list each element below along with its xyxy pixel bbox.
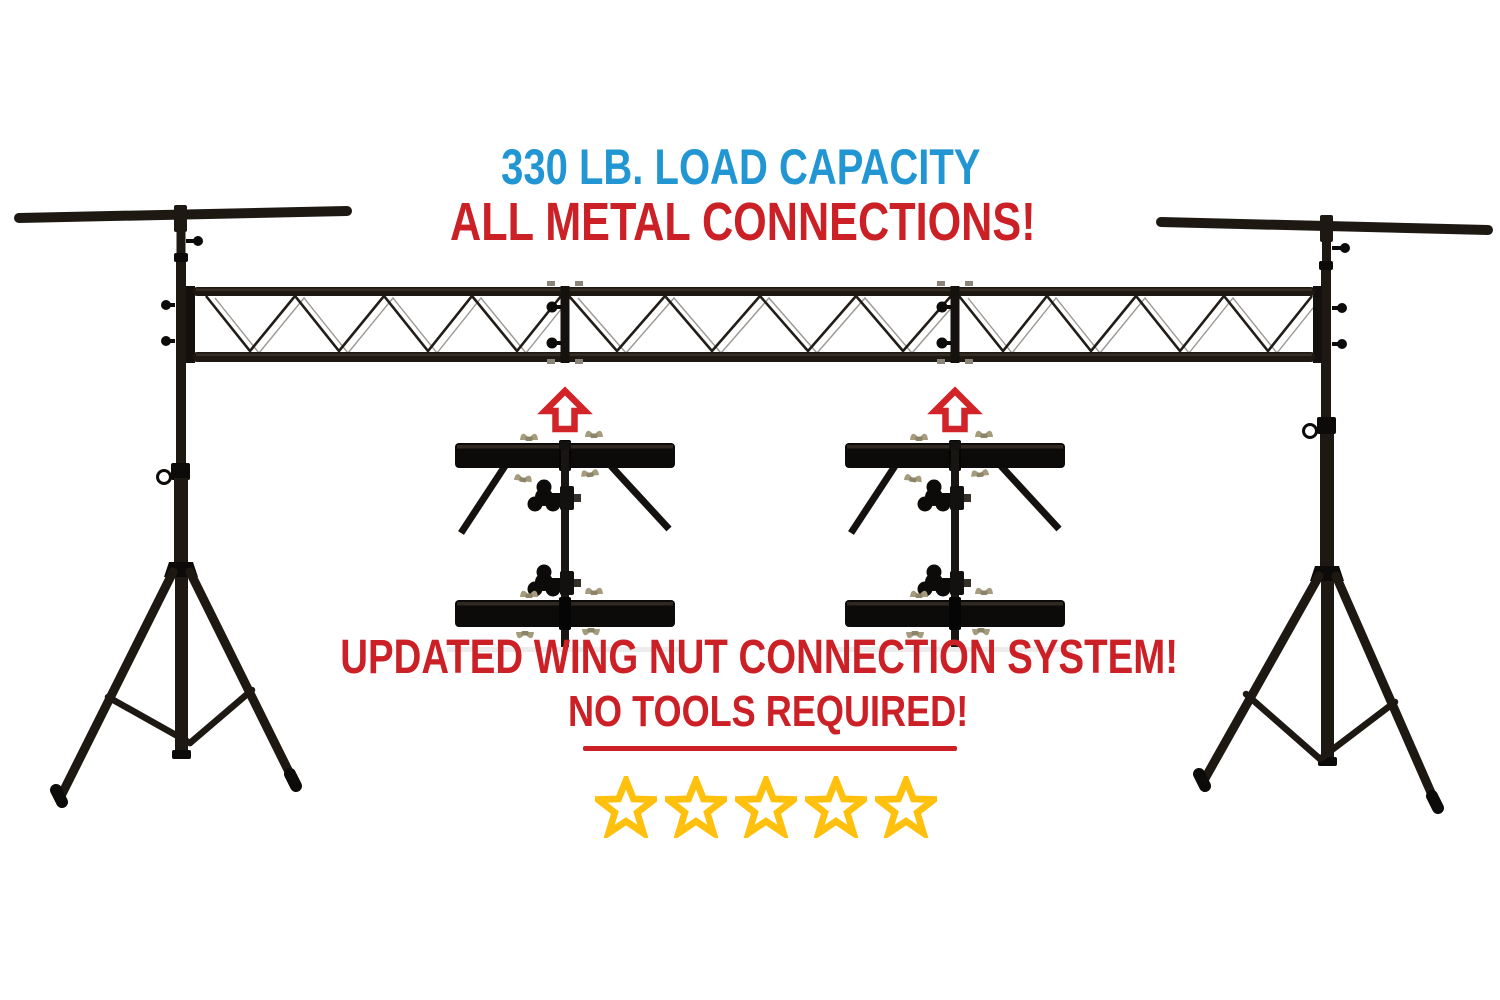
note-wing-nut-system: UPDATED WING NUT CONNECTION SYSTEM! bbox=[0, 634, 1500, 682]
up-arrow-icon-right bbox=[935, 391, 975, 429]
connection-detail-right bbox=[837, 431, 1073, 652]
right-tbar-knob bbox=[1340, 243, 1350, 253]
left-pole-lower bbox=[174, 478, 188, 570]
star-icon bbox=[875, 776, 937, 838]
truss-top-bar bbox=[193, 287, 1315, 296]
star-icon bbox=[735, 776, 797, 838]
left-truss-knob-bottom bbox=[161, 336, 171, 346]
right-stand bbox=[1156, 215, 1493, 814]
left-tbar-knob bbox=[193, 236, 203, 246]
up-arrow-icon-left bbox=[545, 391, 585, 429]
left-clamp-ring bbox=[156, 469, 172, 485]
truss-beam bbox=[186, 281, 1322, 364]
headline-load-capacity-text: 330 LB. LOAD CAPACITY bbox=[501, 139, 981, 195]
star-rating bbox=[16, 776, 1500, 838]
right-tbar-sleeve bbox=[1320, 215, 1333, 242]
left-pole-upper bbox=[176, 228, 186, 256]
left-stand bbox=[14, 205, 352, 808]
right-tripod-leg-right bbox=[1331, 571, 1441, 809]
right-height-clamp bbox=[1317, 417, 1336, 434]
star-icon bbox=[805, 776, 867, 838]
right-tripod-brace-left bbox=[1242, 690, 1324, 763]
right-pole-upper bbox=[1322, 238, 1331, 264]
connection-detail-left bbox=[447, 431, 683, 652]
right-truss-knob-top bbox=[1337, 303, 1347, 313]
right-clamp-ring bbox=[1302, 423, 1318, 439]
note-no-tools: NO TOOLS REQUIRED! bbox=[0, 690, 1500, 734]
left-pole bbox=[176, 262, 186, 472]
left-tbar-sleeve bbox=[174, 205, 187, 232]
left-tripod-brace-left bbox=[104, 693, 194, 747]
right-tripod-leg-left bbox=[1198, 571, 1324, 787]
left-tripod-leg-right bbox=[185, 567, 299, 787]
star-icon bbox=[665, 776, 727, 838]
headline-metal-connections: ALL METAL CONNECTIONS! bbox=[0, 195, 1500, 249]
note-underline bbox=[583, 746, 957, 751]
star-icon bbox=[595, 776, 657, 838]
left-height-clamp bbox=[171, 463, 190, 480]
headline-load-capacity: 330 LB. LOAD CAPACITY bbox=[0, 142, 1500, 192]
note-wing-nut-system-text: UPDATED WING NUT CONNECTION SYSTEM! bbox=[340, 631, 1179, 684]
left-tripod-leg-left bbox=[55, 567, 178, 803]
truss-end-plate-left bbox=[186, 286, 195, 363]
left-center-post bbox=[175, 577, 188, 754]
left-truss-knob-top bbox=[161, 300, 171, 310]
right-pole bbox=[1321, 270, 1331, 472]
right-truss-knob-bottom bbox=[1337, 339, 1347, 349]
right-center-post bbox=[1321, 581, 1334, 761]
headline-metal-connections-text: ALL METAL CONNECTIONS! bbox=[449, 192, 1036, 252]
right-pole-lower bbox=[1320, 434, 1334, 572]
right-tripod-brace-right bbox=[1316, 698, 1399, 763]
left-tripod-brace-right bbox=[186, 686, 256, 747]
truss-end-plate-right bbox=[1313, 286, 1322, 363]
note-no-tools-text: NO TOOLS REQUIRED! bbox=[567, 687, 969, 736]
